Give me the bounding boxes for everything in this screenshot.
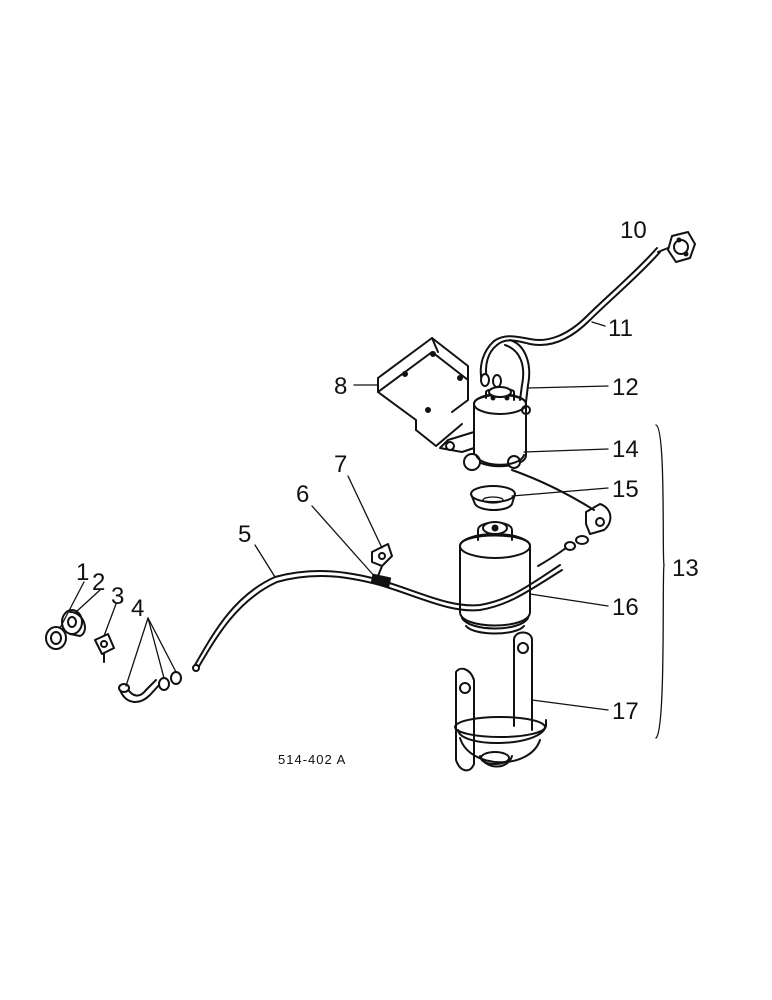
callout-16: 16 [612, 594, 639, 621]
callout-7: 7 [334, 451, 347, 478]
part-15-seal [470, 485, 516, 511]
part-3-connector [94, 633, 115, 663]
callout-1: 1 [76, 559, 89, 586]
leader-lines [59, 321, 665, 739]
callout-2: 2 [92, 569, 105, 596]
callout-3: 3 [111, 583, 124, 610]
callout-4: 4 [131, 595, 144, 622]
drawing-reference-code: 514-402 A [278, 752, 346, 767]
callout-11: 11 [608, 315, 633, 342]
part-10-sender-unit [657, 231, 696, 263]
part-8-bracket [377, 337, 469, 447]
callout-14: 14 [612, 436, 639, 463]
part-17-clamp [454, 631, 547, 772]
part-14-filter-head [439, 386, 527, 471]
callout-8: 8 [334, 373, 347, 400]
part-11-wire [493, 247, 661, 346]
callouts: 1 2 3 4 5 6 7 8 10 11 12 13 14 15 16 17 … [76, 217, 699, 767]
part-4-elbow-and-nuts [118, 671, 182, 703]
callout-12: 12 [612, 374, 639, 401]
callout-17: 17 [612, 698, 639, 725]
callout-6: 6 [296, 481, 309, 508]
part-2-adapter [61, 609, 86, 637]
callout-10: 10 [620, 217, 647, 244]
part-12-wire-loom [479, 339, 531, 415]
part-1-sealing-ring [45, 626, 67, 650]
outlet-fittings [511, 469, 612, 567]
callout-15: 15 [612, 476, 639, 503]
part-16-filter-bowl [459, 521, 531, 635]
callout-5: 5 [238, 521, 251, 548]
part-7-clip [371, 543, 393, 577]
callout-13: 13 [672, 555, 699, 582]
